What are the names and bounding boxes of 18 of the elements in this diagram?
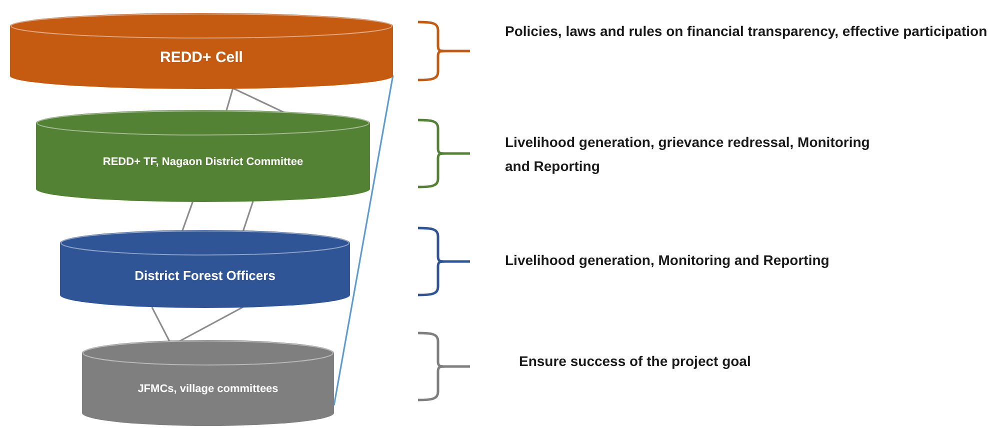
level-label: REDD+ Cell xyxy=(159,48,244,66)
connector-line xyxy=(333,75,394,406)
level-label: District Forest Officers xyxy=(134,268,276,283)
cylinder xyxy=(36,110,370,202)
level-label: JFMCs, village committees xyxy=(136,382,280,395)
cylinder xyxy=(82,340,334,426)
cylinder xyxy=(10,13,393,89)
description-text: Livelihood generation, Monitoring and Reporting xyxy=(505,251,830,270)
connector-line xyxy=(225,88,234,112)
connector-line xyxy=(151,306,171,343)
description-text: Policies, laws and rules on financial transparency, effective participation xyxy=(505,22,988,41)
description-text: Livelihood generation, grievance redressal, Monitoring and Reporting xyxy=(505,133,871,176)
cylinder xyxy=(60,230,350,308)
connector-line xyxy=(181,200,194,233)
connector-line xyxy=(242,200,254,233)
description-text: Ensure success of the project goal xyxy=(519,352,752,371)
level-label: REDD+ TF, Nagaon District Committee xyxy=(102,156,304,168)
connector-line xyxy=(176,304,246,344)
